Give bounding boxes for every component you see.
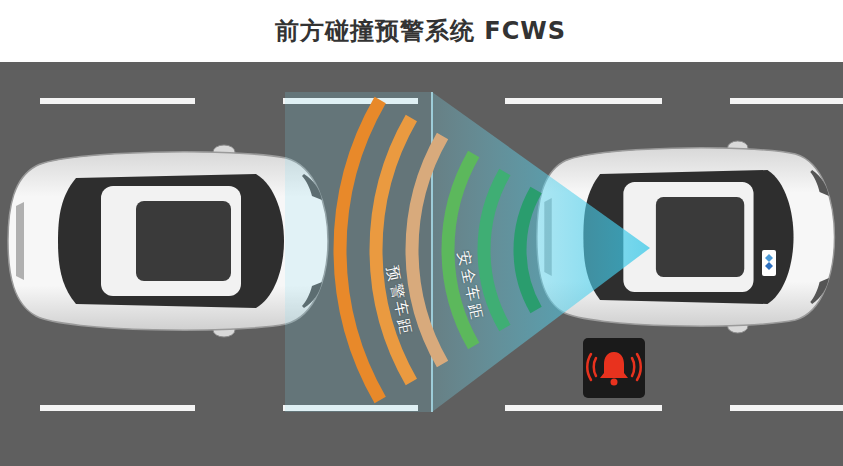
alarm-icon [583,338,645,398]
distance-arc [484,172,505,328]
sensor-cone [432,92,650,412]
distance-arc [412,136,443,364]
car-logo [762,250,776,276]
road [0,62,843,466]
distance-arcs [340,100,536,400]
rear-car [8,145,328,337]
diagram-title: 前方碰撞预警系统 FCWS [275,17,566,46]
distance-arc [520,190,536,310]
